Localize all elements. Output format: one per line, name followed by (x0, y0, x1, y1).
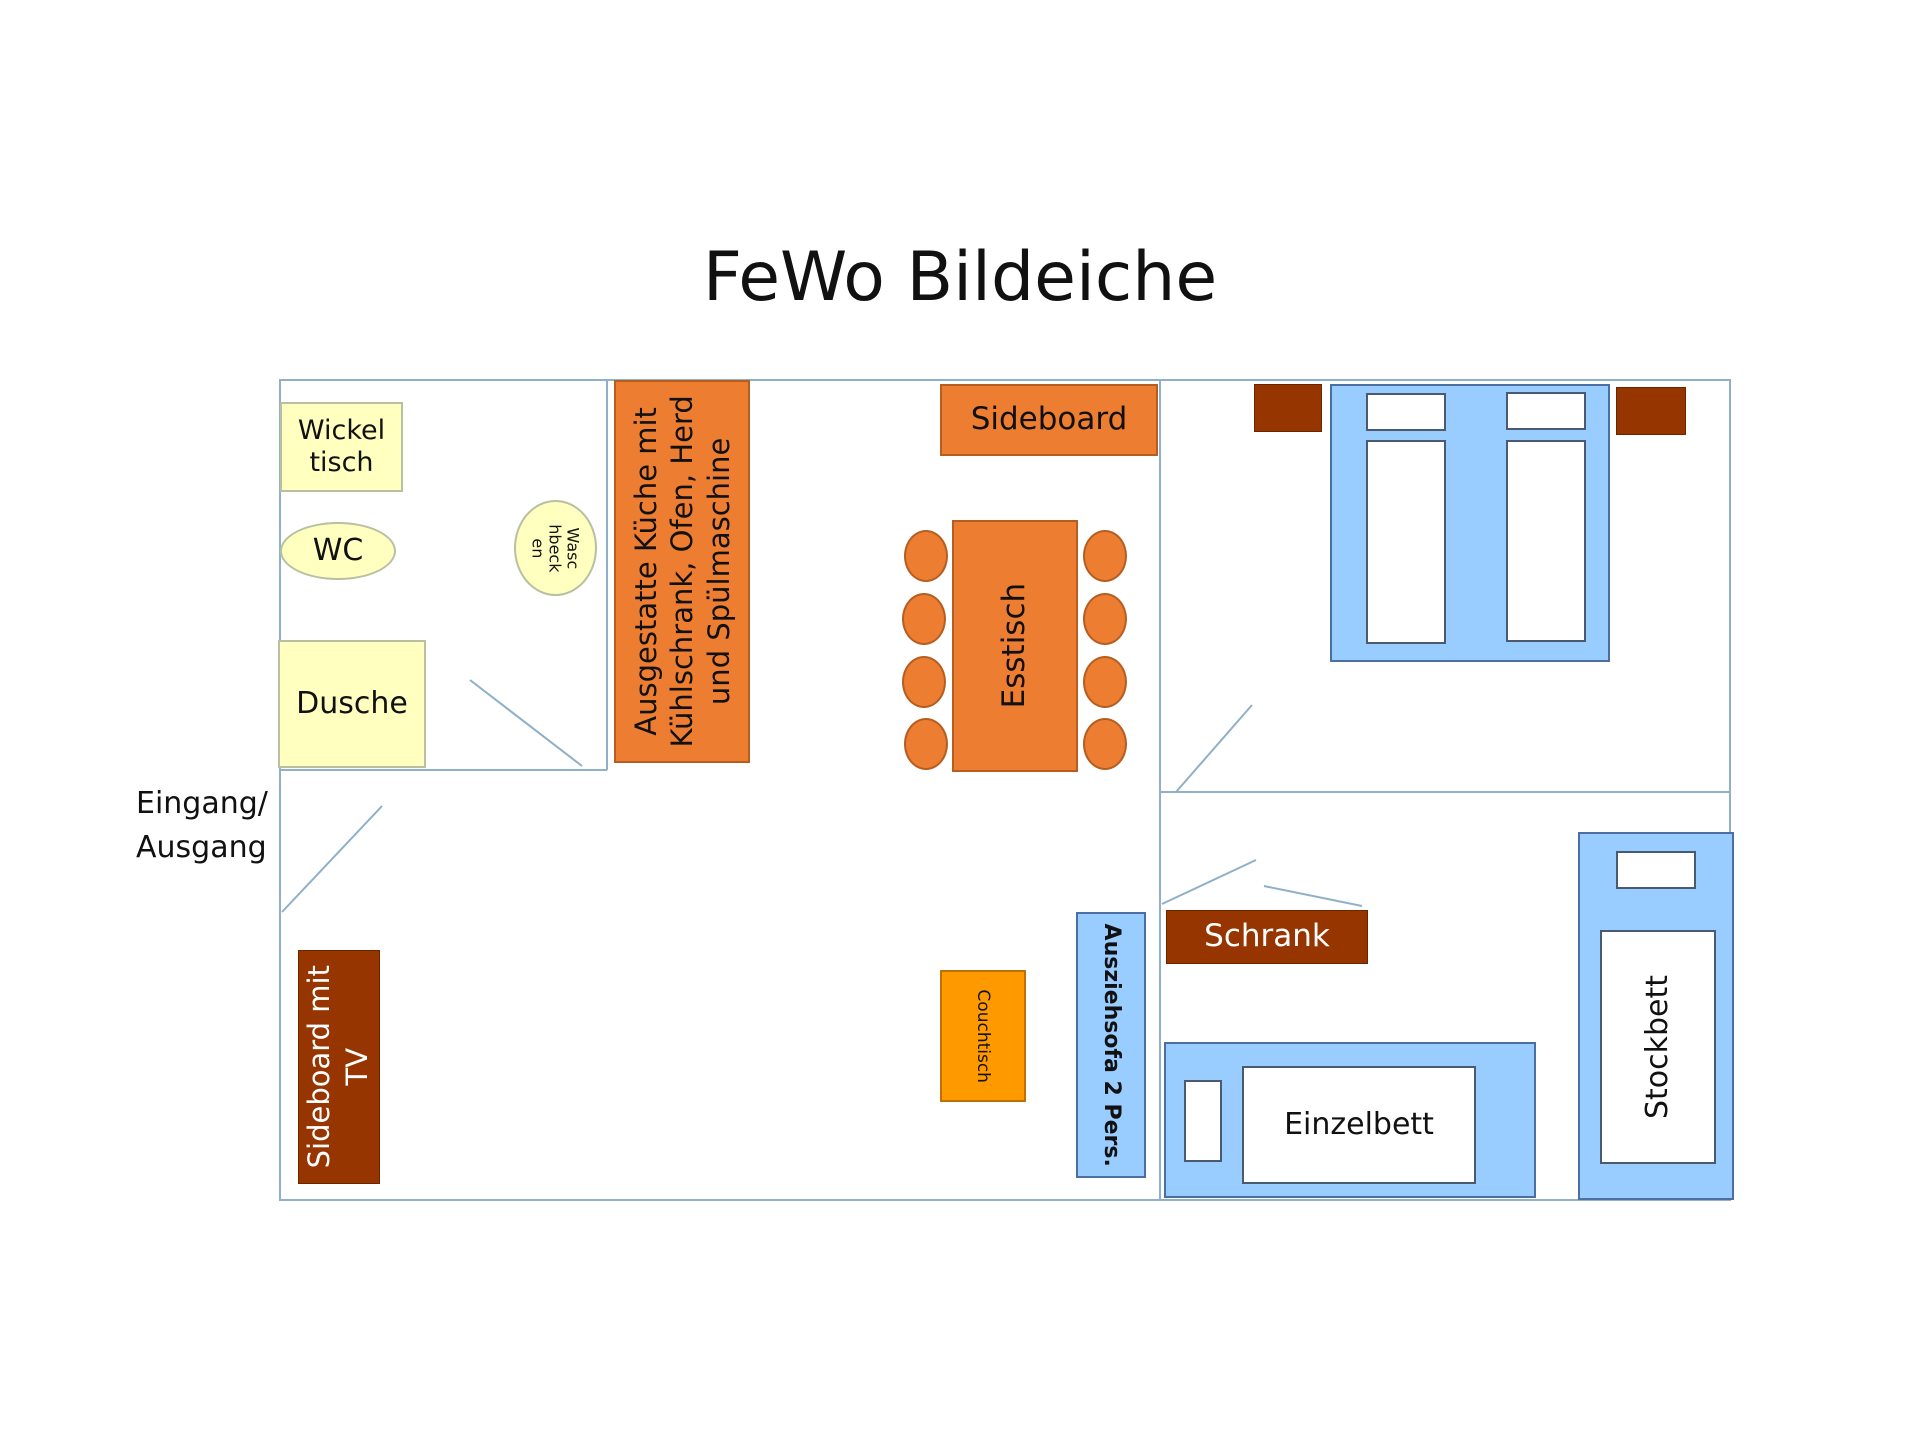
wc-label: WC (312, 533, 364, 568)
kueche-label-3: und Spülmaschine (701, 437, 736, 706)
wc: WC (280, 522, 396, 580)
einzelbett: Einzelbett (1242, 1066, 1476, 1184)
chair (904, 530, 948, 582)
sideboard-tv-label-2: TV (340, 1048, 375, 1086)
entrance-label-1: Eingang/ (136, 786, 268, 821)
pillow (1184, 1080, 1222, 1162)
kueche: Ausgestatte Küche mit Kühlschrank, Ofen,… (614, 380, 750, 763)
pillow (1506, 392, 1586, 430)
wickeltisch-label-1: Wickel (297, 414, 386, 446)
chair (904, 718, 948, 770)
chair (902, 593, 946, 645)
nightstand-right (1616, 387, 1686, 435)
dusche-label: Dusche (296, 686, 408, 721)
waschbecken-label-3: en (528, 538, 548, 558)
pillow (1616, 851, 1696, 889)
chair (902, 656, 946, 708)
chair (1083, 656, 1127, 708)
wickeltisch-label-2: tisch (309, 447, 374, 478)
esstisch-label: Esstisch (996, 583, 1033, 709)
einzelbett-label: Einzelbett (1284, 1107, 1434, 1142)
couchtisch-label: Couchtisch (973, 989, 994, 1083)
wickeltisch: Wickel tisch (280, 402, 403, 492)
sideboard-label: Sideboard (970, 401, 1128, 438)
kueche-label-1: Ausgestatte Küche mit (628, 407, 663, 736)
bedroom1-door-swing (1175, 704, 1253, 793)
nightstand-left (1254, 384, 1322, 432)
stockbett-label: Stockbett (1640, 974, 1675, 1120)
ausziehsofa-label: Ausziehsofa 2 Pers. (1099, 923, 1125, 1167)
waschbecken-label-2: hbeck (546, 523, 566, 573)
kueche-label-2: Kühlschrank, Ofen, Herd (664, 395, 699, 748)
couchtisch: Couchtisch (940, 970, 1026, 1102)
entrance-label-2: Ausgang (136, 829, 267, 865)
chair (1083, 530, 1127, 582)
bedroom2-door-swing (1161, 859, 1257, 905)
mattress (1366, 440, 1446, 644)
waschbecken-label-1: Wasc (563, 527, 583, 569)
bathroom-door-swing (469, 679, 583, 767)
outer-wall (279, 379, 1731, 1201)
sideboard-tv-label-1: Sideboard mit (302, 965, 337, 1169)
entrance-door-swing (281, 805, 383, 913)
schrank-label: Schrank (1204, 918, 1330, 955)
entrance-label: Eingang/ Ausgang (136, 782, 268, 869)
waschbecken: Wasc hbeck en (514, 500, 597, 596)
chair (1083, 593, 1127, 645)
schrank-door-swing (1263, 885, 1363, 907)
page-title: FeWo Bildeiche (702, 238, 1218, 317)
ausziehsofa: Ausziehsofa 2 Pers. (1076, 912, 1146, 1178)
dusche: Dusche (278, 640, 426, 768)
stockbett: Stockbett (1600, 930, 1716, 1164)
pillow (1366, 393, 1446, 431)
mattress (1506, 440, 1586, 642)
schrank: Schrank (1166, 910, 1368, 964)
sideboard-tv: Sideboard mit TV (298, 950, 380, 1184)
sideboard: Sideboard (940, 384, 1158, 456)
chair (1083, 718, 1127, 770)
esstisch: Esstisch (952, 520, 1078, 772)
